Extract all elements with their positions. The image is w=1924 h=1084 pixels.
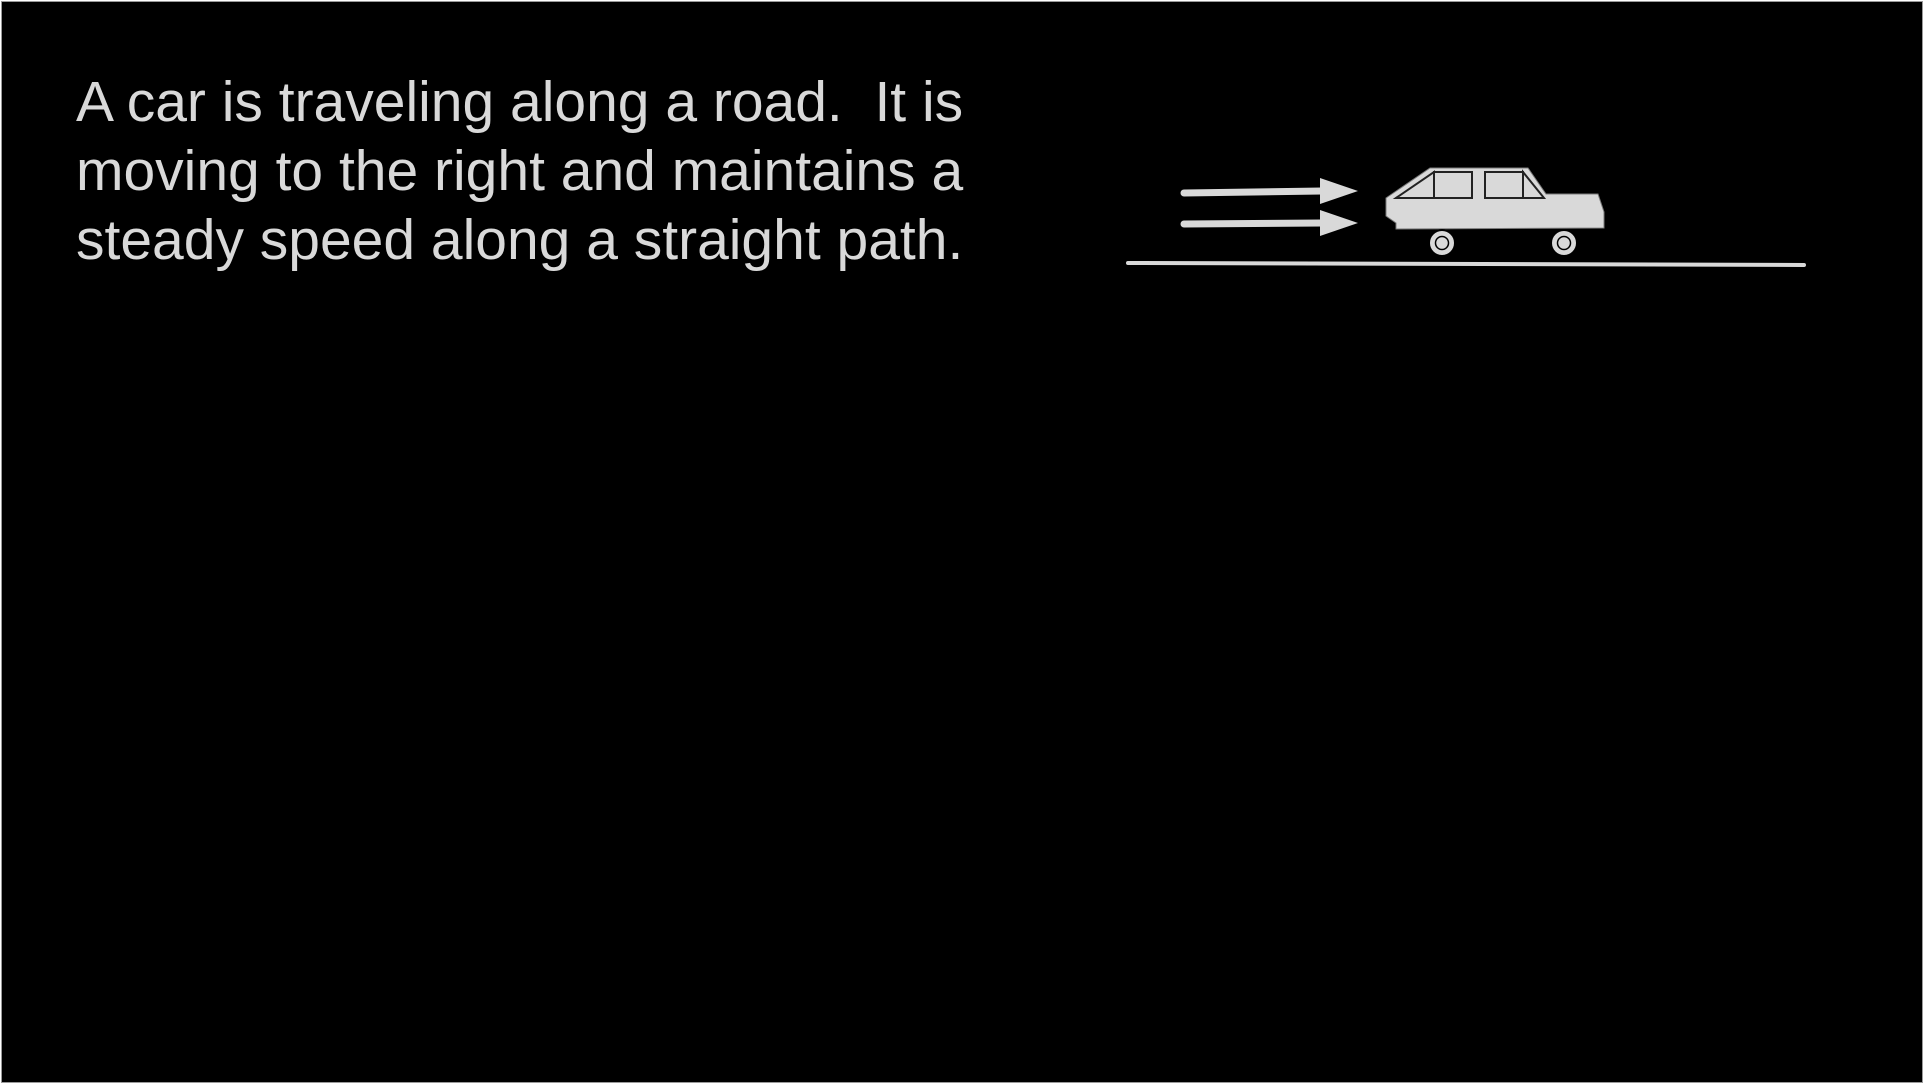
rear-wheel-icon — [1428, 229, 1456, 257]
motion-arrow-icon — [1180, 210, 1358, 236]
car-icon — [1385, 167, 1605, 257]
question-line-2: moving to the right and maintains a — [76, 139, 964, 203]
question-line-1: A car is traveling along a road. It is — [76, 70, 964, 134]
question-line-3: steady speed along a straight path. — [76, 208, 964, 272]
front-wheel-icon — [1550, 229, 1578, 257]
road-line — [1126, 261, 1806, 267]
motion-arrow-icon — [1180, 178, 1358, 204]
question-text: A car is traveling along a road. It is m… — [76, 68, 1036, 275]
